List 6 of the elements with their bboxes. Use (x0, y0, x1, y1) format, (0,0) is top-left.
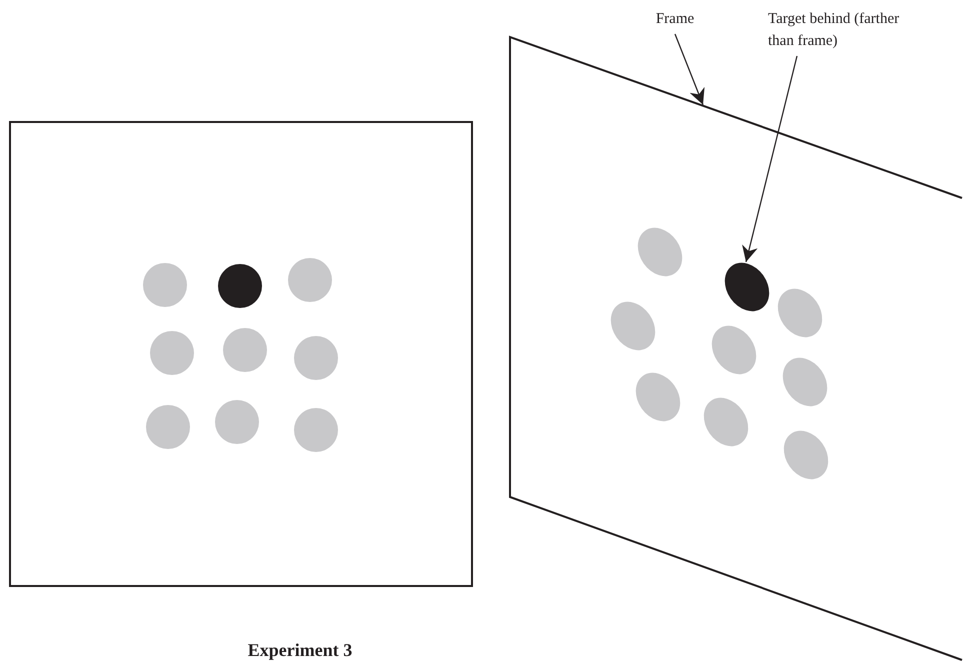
leader-label: Frame (620, 8, 730, 30)
leader-arrow (674, 34, 705, 105)
leader-label: Target behind (farther than frame) (768, 8, 908, 52)
caption: Experiment 3 (246, 640, 354, 661)
leader-arrow (742, 56, 798, 262)
target-dot (216, 262, 264, 310)
